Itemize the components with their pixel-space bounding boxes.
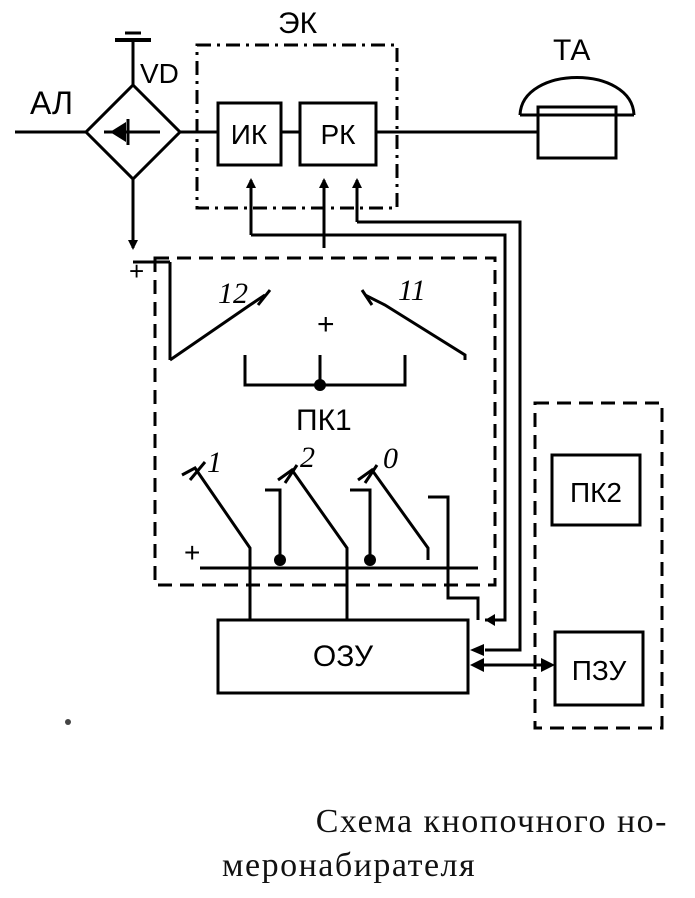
label-key-2: 2 bbox=[300, 441, 315, 474]
ik-block bbox=[216, 101, 283, 167]
label-plus-pk1: + bbox=[317, 308, 335, 341]
telephone-set-ta bbox=[518, 76, 636, 160]
label-rk: РК bbox=[321, 119, 357, 150]
label-ek: ЭК bbox=[278, 7, 318, 40]
label-pk2: ПК2 bbox=[570, 477, 622, 508]
control-lines bbox=[246, 178, 522, 652]
figure-caption: Схема кнопочного но- меронабирателя bbox=[0, 800, 668, 888]
label-plus-bottom: + bbox=[184, 537, 200, 568]
ek-boundary bbox=[195, 43, 399, 210]
caption-line-1: Схема кнопочного но- bbox=[315, 803, 668, 840]
junction-dot-pk1 bbox=[314, 379, 326, 391]
label-vd: VD bbox=[140, 58, 179, 89]
diode-bridge-vd bbox=[83, 31, 183, 250]
label-key-11: 11 bbox=[398, 274, 426, 307]
label-key-1: 1 bbox=[207, 446, 222, 479]
key-switches-bottom bbox=[181, 461, 480, 620]
pk1-boundary bbox=[153, 256, 497, 587]
ozu-block bbox=[216, 618, 470, 695]
label-ta: ТА bbox=[553, 34, 590, 67]
caption-line-2: меронабирателя bbox=[222, 847, 477, 884]
rk-block bbox=[298, 101, 378, 167]
scan-speck bbox=[65, 719, 71, 725]
label-ik: ИК bbox=[231, 119, 268, 150]
junction-dot-2 bbox=[364, 554, 376, 566]
label-al: АЛ bbox=[30, 85, 73, 121]
junction-dot-1 bbox=[274, 554, 286, 566]
label-ozu: ОЗУ bbox=[313, 640, 374, 673]
pzu-region-boundary bbox=[533, 401, 664, 730]
label-key-12: 12 bbox=[218, 277, 248, 310]
label-pzu: ПЗУ bbox=[572, 655, 627, 686]
number-dialer-diagram: АЛ VD ЭК ИК РК ТА + + 12 bbox=[15, 7, 664, 730]
label-key-0: 0 bbox=[383, 442, 398, 475]
label-pk1: ПК1 bbox=[296, 404, 352, 437]
ozu-pzu-link bbox=[470, 644, 555, 672]
pzu-block bbox=[553, 630, 645, 707]
pk2-block bbox=[550, 453, 642, 527]
